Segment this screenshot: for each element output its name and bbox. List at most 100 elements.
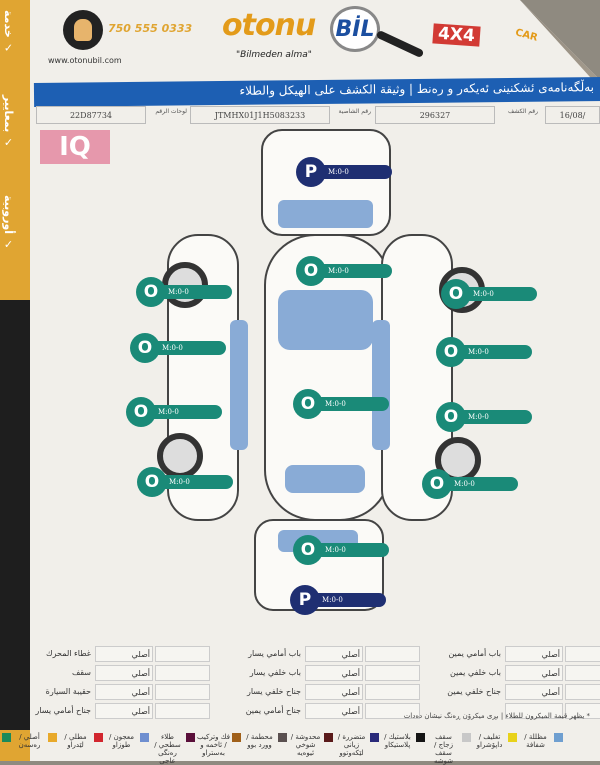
legend-item <box>554 733 598 742</box>
legend-label: بلاستيك / پلاستیکاو <box>384 733 411 749</box>
right-part-label: باب خلفي يمين <box>450 668 501 677</box>
legend-label: متضررة / زیانی لێکەوتوو <box>337 733 366 757</box>
legend-swatch <box>462 733 471 742</box>
legend-label: مطلي / لێدراو <box>64 733 87 749</box>
front-windshield <box>278 200 373 228</box>
side-strip: خدمة ✓ بمعايير ✓ أوروبية ✓ <box>0 0 30 761</box>
mid-part-label: جناح خلفي يسار <box>246 687 301 696</box>
legend-swatch <box>232 733 241 742</box>
legend-swatch <box>186 733 195 742</box>
legend-swatch <box>2 733 11 742</box>
right-part-value: أصلي <box>505 684 563 700</box>
avatar-icon <box>63 10 103 50</box>
legend-label: تغليف / داپۆشراو <box>476 733 503 749</box>
marker-code: O <box>137 467 167 497</box>
legend-item: فك وتركيب / ئاخمە و بەستراو <box>186 733 230 757</box>
legend-label: محدوشة / شوخي ئیوەیە <box>290 733 321 757</box>
legend-item: بلاستيك / پلاستیکاو <box>370 733 414 749</box>
mid-part-value: أصلي <box>305 703 363 719</box>
magnifier-logo-icon: BİL <box>330 6 380 52</box>
logo-text: otonu <box>222 8 316 43</box>
legend-item: محدوشة / شوخي ئیوەیە <box>278 733 322 757</box>
legend-label: أصلي / رەسەن <box>18 733 41 749</box>
legend-item: تغليف / داپۆشراو <box>462 733 506 749</box>
mid-part-micron <box>365 646 420 662</box>
legend-item: متضررة / زیانی لێکەوتوو <box>324 733 368 757</box>
table-row: حقيبة السيارة أصلي جناح خلفي يسار أصلي جناح … <box>0 684 600 703</box>
right-part-value: أصلي <box>505 646 563 662</box>
marker-code: O <box>436 337 466 367</box>
mid-part-label: باب خلفي يسار <box>249 668 301 677</box>
legend-swatch <box>416 733 425 742</box>
marker-value: M:0-0 <box>322 264 392 278</box>
marker-code: O <box>293 535 323 565</box>
marker-value: M:0-0 <box>322 165 392 179</box>
marker-value: M:0-0 <box>162 285 232 299</box>
plate-value: 22D87734 <box>36 106 146 124</box>
marker-code: O <box>126 397 156 427</box>
marker-code: O <box>296 256 326 286</box>
marker-value: M:0-0 <box>462 345 532 359</box>
marker-code: P <box>290 585 320 615</box>
legend-swatch <box>94 733 103 742</box>
report-number: 296327 <box>375 106 495 124</box>
right-part-label: باب أمامي يمين <box>448 649 501 658</box>
left-windows <box>230 320 248 450</box>
right-windows <box>372 320 390 450</box>
left-part-label: حقيبة السيارة <box>45 687 91 696</box>
left-part-micron <box>155 646 210 662</box>
mid-part-micron <box>365 665 420 681</box>
legend-swatch <box>48 733 57 742</box>
left-part-label: جناح أمامي يسار <box>35 706 91 715</box>
marker-value: M:0-0 <box>156 341 226 355</box>
chassis-value: JTMHX01J1H5083233 <box>190 106 330 124</box>
side-strip-dark <box>0 300 30 730</box>
marker-value: M:0-0 <box>316 593 386 607</box>
marker-code: O <box>130 333 160 363</box>
mid-part-value: أصلي <box>305 665 363 681</box>
right-part-label: جناح خلفي يمين <box>447 687 501 696</box>
marker-code: O <box>436 402 466 432</box>
legend-swatch <box>324 733 333 742</box>
legend-item: طلاء سطحي / رەنگی عاجی <box>140 733 184 765</box>
legend-item: سقف زجاج / سقف شوشە <box>416 733 460 765</box>
marker-value: M:0-0 <box>319 543 389 557</box>
marker-value: M:0-0 <box>462 410 532 424</box>
mid-part-label: باب أمامي يسار <box>248 649 301 658</box>
marker-code: P <box>296 157 326 187</box>
legend-label: معجون / طوزاو <box>109 733 134 749</box>
legend-swatch <box>278 733 287 742</box>
marker-code: O <box>441 279 471 309</box>
legend-item: مطلي / لێدراو <box>48 733 92 749</box>
car-diagram <box>157 129 485 611</box>
right-part-micron <box>565 665 600 681</box>
legend-swatch <box>508 733 517 742</box>
report-label: رقم الكشف <box>507 108 538 115</box>
side-text-top: خدمة ✓ <box>2 10 15 55</box>
legend-label: محطمة / وورد بوو <box>246 733 273 749</box>
mid-part-value: أصلي <box>305 684 363 700</box>
legend-swatch <box>554 733 563 742</box>
plate-label: لوحات الرقم <box>155 108 187 115</box>
legend-label: طلاء سطحي / رەنگی عاجی <box>154 733 181 765</box>
slogan: "Bilmeden alma" <box>236 50 312 60</box>
left-part-micron <box>155 703 210 719</box>
legend-swatch <box>370 733 379 742</box>
right-part-value: أصلي <box>505 665 563 681</box>
phone-number: 750 555 0333 <box>108 22 193 35</box>
micron-note: * يظهر قيمة الميكرون للطلاء | بڕی میکرۆن… <box>403 712 590 720</box>
legend-item: معجون / طوزاو <box>94 733 138 749</box>
